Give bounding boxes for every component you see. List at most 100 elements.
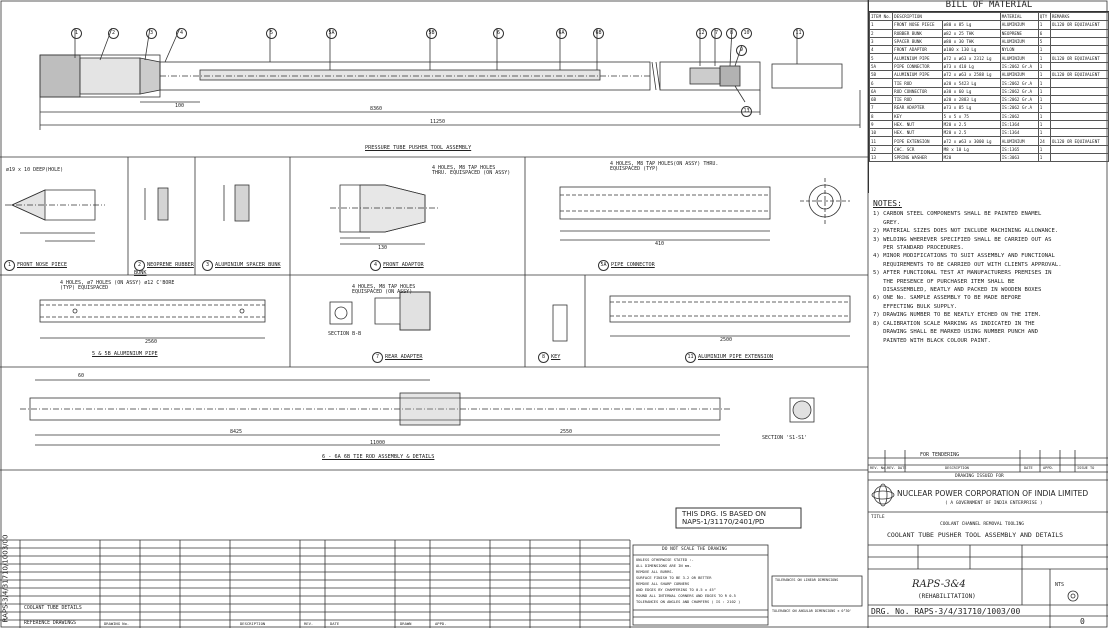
note-holes-2: 4 HOLES, M8 TAP HOLES(ON ASSY) THRU. EQU…	[610, 161, 719, 172]
bom-qty: 5	[1037, 36, 1051, 47]
bom-description: PIPE CONNECTOR	[892, 61, 943, 72]
ref-col-description: DESCRIPTION	[240, 621, 266, 626]
bom-size: ø72 x ø63 x 2312 Lg	[941, 53, 1001, 63]
bom-material: ALUMINIUM	[999, 136, 1039, 146]
rev-col-description: DESCRIPTION	[945, 466, 969, 470]
note-line: 3) WELDING WHEREVER SPECIFIED SHALL BE C…	[873, 236, 1052, 243]
notes-block: NOTES: 1) CARBON STEEL COMPONENTS SHALL …	[873, 200, 1105, 345]
bom-size: ø72 x ø63 x 2588 Lg	[941, 70, 1001, 80]
note-line: PER STANDARD PROCEDURES.	[873, 245, 964, 252]
based-on-stamp: THIS DRG. IS BASED ON NAPS-1/31170/2401/…	[682, 510, 766, 526]
bom-col-material: MATERIAL	[999, 11, 1039, 22]
tolerance-line: SURFACE FINISH TO BE 3.2 OR BETTER	[636, 576, 712, 580]
rev-col-date: REV. DATE	[887, 466, 907, 470]
tolerance-angular: TOLERANCE ON ANGULAR DIMENSIONS ± 0°30'	[772, 609, 852, 613]
dim-tie-8425: 8425	[230, 429, 243, 435]
tolerance-linear: TOLERANCES ON LINEAR DIMENSIONS	[775, 578, 839, 582]
bom-size: M20 x 2.5	[941, 119, 1001, 130]
dim-p5: 2560	[145, 339, 158, 345]
bom-material: IS:2062 Gr.A	[999, 94, 1039, 105]
bom-item-no: 10	[868, 128, 894, 138]
bom-material: ALUMINIUM	[999, 53, 1039, 63]
ref-col-drawn: DRAWN	[400, 621, 412, 626]
bom-remarks	[1049, 94, 1109, 105]
dim-p5a: 410	[655, 241, 665, 247]
note-holes-1: 4 HOLES, M8 TAP HOLES THRU. EQUISPACED (…	[432, 165, 511, 176]
bom-item-no: 7	[868, 103, 894, 113]
bom-qty: 1	[1037, 53, 1051, 63]
balloon-4: 4	[176, 21, 189, 39]
bom-material: ALUMINIUM	[999, 36, 1039, 47]
bom-material: ALUMINIUM	[999, 20, 1039, 30]
ref-col-rev: REV.	[304, 621, 314, 626]
bom-qty: 1	[1037, 153, 1051, 163]
bom-size: ø100 x 130 Lg	[941, 45, 1001, 55]
note-line: REQUIREMENTS TO BE CARRIED OUT WITH CLIE…	[873, 261, 1062, 268]
bom-size: M8 x 10 Lg	[941, 144, 1001, 155]
note-line: THE PRESENCE OF PURCHASER ITEM SHALL BE	[873, 278, 1015, 285]
bom-description: FRONT NOSE PIECE	[892, 20, 943, 30]
balloon-10: 10	[741, 21, 754, 39]
bom-qty: 6	[1037, 28, 1051, 38]
bom-size: ø30 x 60 Lg	[941, 86, 1001, 96]
tolerance-line: REMOVE ALL SHARP CORNERS	[636, 582, 690, 586]
bom-qty: 1	[1037, 103, 1051, 113]
balloon-2: 2	[108, 21, 121, 39]
balloon-5b: 5B	[426, 21, 439, 39]
bom-description: KEY	[892, 111, 943, 121]
bom-remarks	[1049, 111, 1109, 121]
bom-remarks	[1049, 119, 1109, 130]
section-bb: SECTION B-B	[328, 331, 362, 337]
coolant-tube-details: COOLANT TUBE DETAILS	[24, 606, 82, 611]
dim-11250: 11250	[430, 119, 446, 125]
note-line: GREY.	[873, 219, 900, 226]
bom-remarks	[1049, 86, 1109, 96]
bom-size: ø20 x 5423 Lg	[941, 78, 1001, 88]
bom-remarks: OL120 OR EQUIVALENT	[1049, 53, 1109, 63]
bom-item-no: 6	[868, 78, 894, 88]
note-line: 1) CARBON STEEL COMPONENTS SHALL BE PAIN…	[873, 211, 1042, 218]
balloon-9: 9	[736, 38, 749, 56]
bom-material: NEOPRENE	[999, 28, 1039, 38]
bom-col-description: DESCRIPTION	[892, 11, 1001, 22]
dim-tie-60: 60	[78, 373, 85, 379]
bom-qty: 1	[1037, 144, 1051, 155]
bom-remarks	[1049, 28, 1109, 38]
bom-size: ø72 x ø63 x 3000 Lg	[941, 136, 1001, 146]
section-s1: SECTION 'S1-S1'	[762, 435, 808, 441]
note-line: 5) AFTER FUNCTIONAL TEST AT MANUFACTURER…	[873, 270, 1052, 277]
bom-material: IS:1364	[999, 119, 1039, 130]
bom-remarks	[1049, 78, 1109, 88]
bom-description: ALUMINIUM PIPE	[892, 53, 943, 63]
bom-size: ø82 x 25 THK	[941, 28, 1001, 38]
bom-material: IS:2062 Gr.A	[999, 61, 1039, 72]
bom-item-no: 5B	[868, 70, 894, 80]
bom-remarks	[1049, 61, 1109, 72]
note-line: PAINTED WITH BLACK COLOUR PAINT.	[873, 337, 991, 344]
bom-material: IS:2062	[999, 111, 1039, 121]
drawing-issued-for: DRAWING ISSUED FOR	[955, 474, 1004, 479]
bom-table: ITEM No. DESCRIPTION MATERIAL QTY REMARK…	[868, 11, 1109, 163]
balloon-3: 3	[146, 21, 159, 39]
bom-description: HEX. NUT	[892, 128, 943, 138]
company-sub: ( A GOVERNMENT OF INDIA ENTERPRISE )	[945, 501, 1043, 506]
bom-material: NYLON	[999, 45, 1039, 55]
notes-list: 1) CARBON STEEL COMPONENTS SHALL BE PAIN…	[873, 210, 1105, 345]
bom-size: ø80 x 30 THK	[941, 36, 1001, 47]
revision-description: FOR TENDERING	[920, 452, 960, 458]
balloon-1: 1	[71, 21, 84, 39]
bom-item-no: 6A	[868, 86, 894, 96]
bom-material: IS:1364	[999, 128, 1039, 138]
tolerance-line: TOLERANCES ON ANGLES AND CHAMFERS ( IS :…	[636, 600, 741, 604]
